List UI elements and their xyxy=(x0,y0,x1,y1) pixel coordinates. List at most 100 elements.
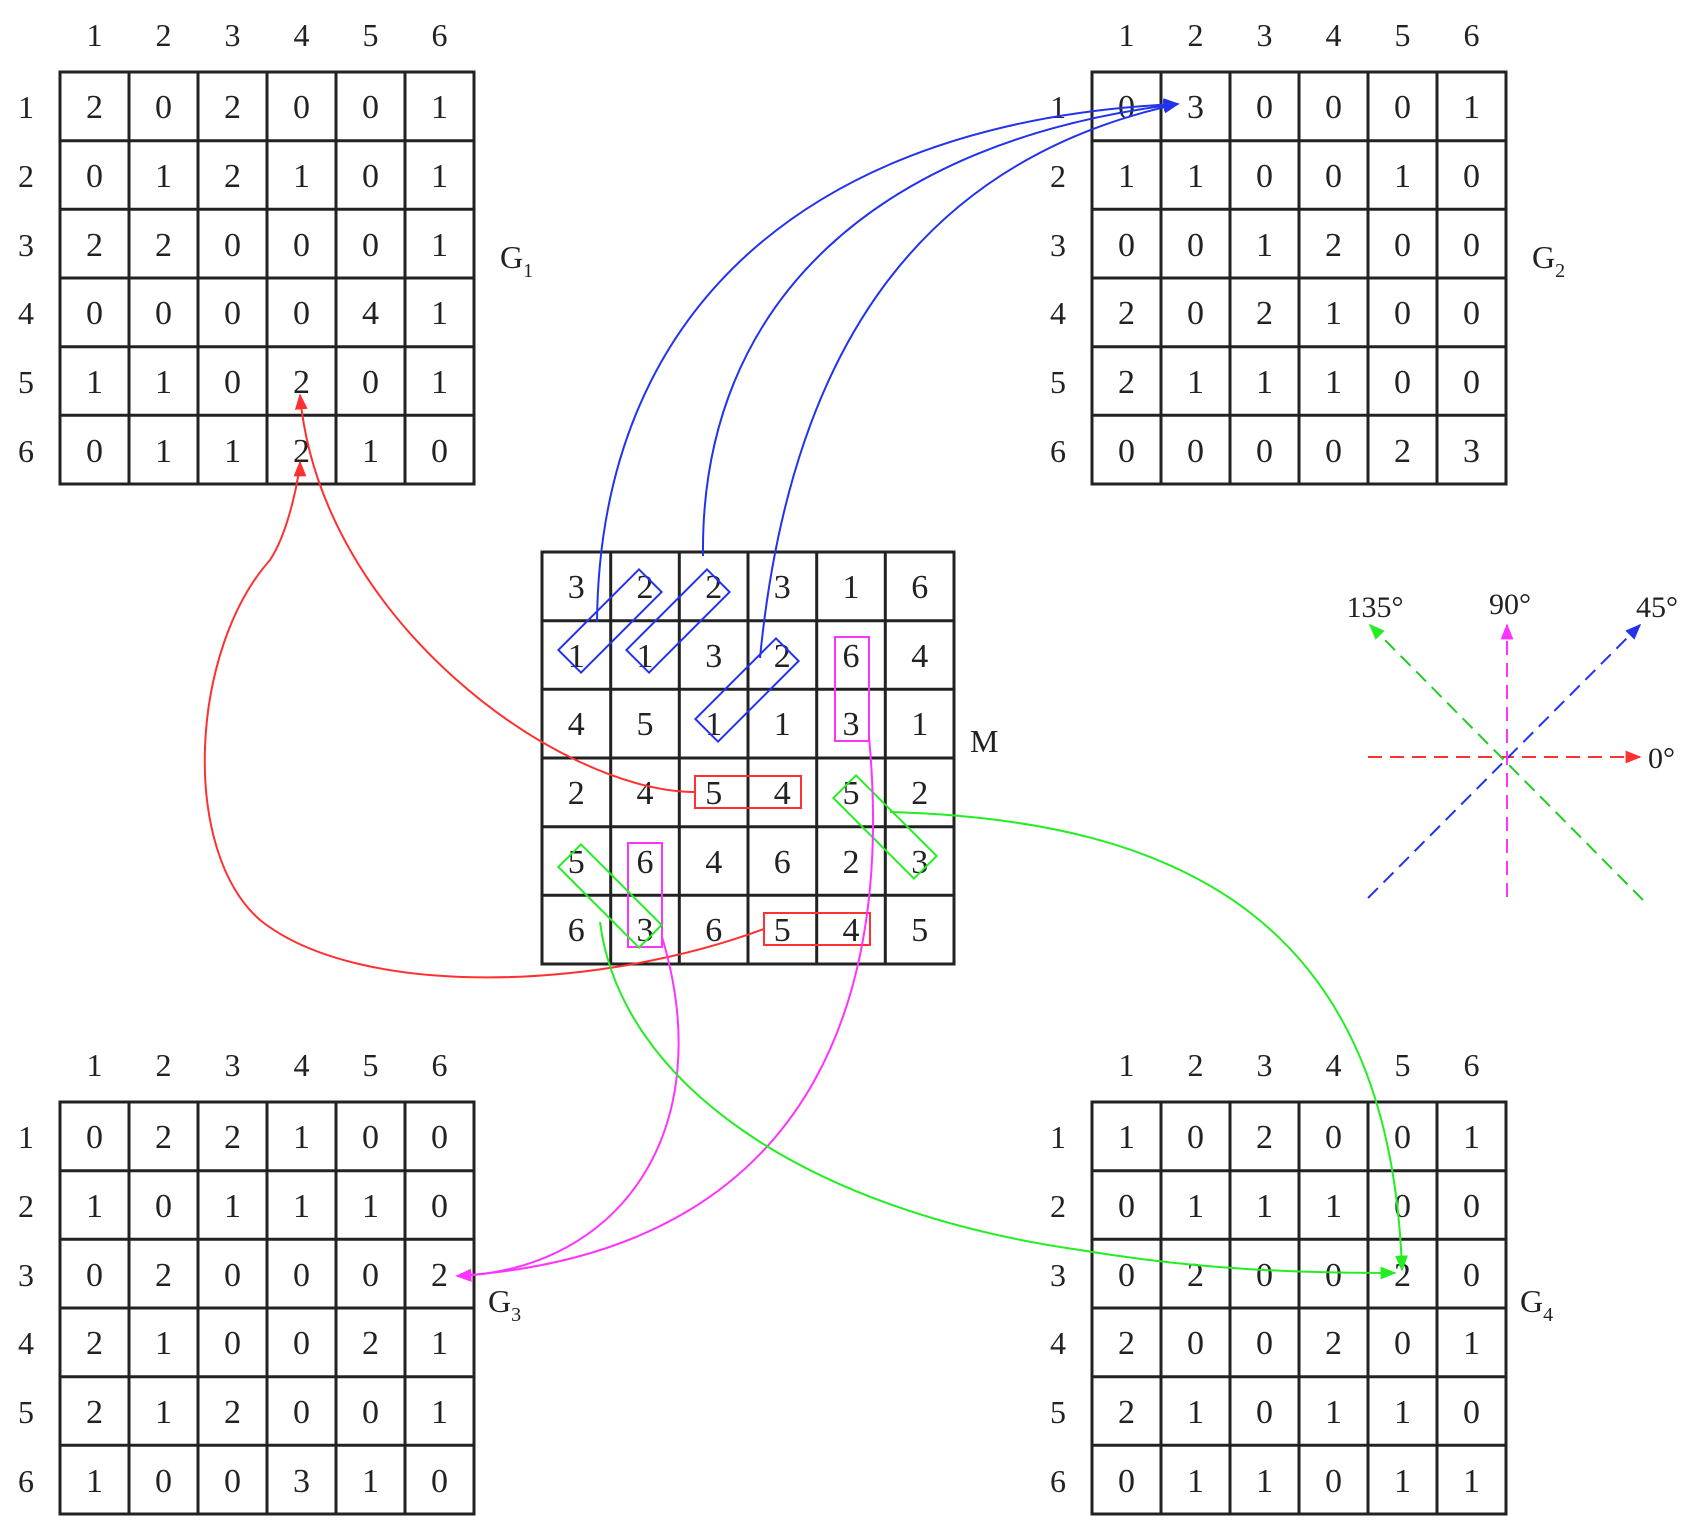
matrix-cell: 0 xyxy=(86,1257,103,1294)
matrix-g1-gridlines xyxy=(60,72,474,484)
matrix-cell: 1 xyxy=(86,1188,103,1225)
matrix-cell: 2 xyxy=(1256,1119,1273,1156)
matrix-cell: 0 xyxy=(293,227,310,264)
matrix-cell: 2 xyxy=(224,158,241,195)
matrix-cell: 2 xyxy=(843,844,860,881)
matrix-cell: 1 xyxy=(155,433,172,470)
matrix-cell: 0 xyxy=(1394,89,1411,126)
matrix-cell: 0 xyxy=(1256,1325,1273,1362)
matrix-cell: 0 xyxy=(1325,1257,1342,1294)
matrix-cell: 3 xyxy=(637,912,654,949)
matrix-cell: 0 xyxy=(362,1257,379,1294)
row-header: 2 xyxy=(1050,158,1066,194)
matrix-cell: 1 xyxy=(1256,1188,1273,1225)
matrix-g3-row-headers: 1 2 3 4 5 6 xyxy=(18,1119,34,1499)
matrix-cell: 3 xyxy=(774,569,791,606)
matrix-cell: 2 xyxy=(1118,364,1135,401)
matrix-cell: 1 xyxy=(1187,364,1204,401)
matrix-cell: 2 xyxy=(224,1394,241,1431)
matrix-cell: 2 xyxy=(155,1119,172,1156)
matrix-cell: 2 xyxy=(911,775,928,812)
matrix-g4-gridlines xyxy=(1092,1102,1506,1514)
matrix-cell: 1 xyxy=(224,1188,241,1225)
row-header: 5 xyxy=(18,364,34,400)
col-header: 5 xyxy=(363,17,379,53)
matrix-cell: 2 xyxy=(293,364,310,401)
matrix-g3-cells: 0 2 2 1 0 0 1 0 1 1 1 0 0 2 0 0 0 2 2 1 … xyxy=(86,1119,448,1500)
matrix-cell: 0 xyxy=(1325,433,1342,470)
matrix-cell: 5 xyxy=(705,775,722,812)
col-header: 2 xyxy=(1188,17,1204,53)
matrix-cell: 0 xyxy=(362,227,379,264)
matrix-cell: 1 xyxy=(1463,1463,1480,1500)
matrix-cell: 0 xyxy=(1325,1119,1342,1156)
matrix-cell: 2 xyxy=(155,227,172,264)
matrix-g2-name: G2 xyxy=(1532,239,1565,282)
matrix-cell: 1 xyxy=(843,569,860,606)
row-header: 5 xyxy=(1050,1394,1066,1430)
matrix-cell: 4 xyxy=(705,844,722,881)
matrix-cell: 0 xyxy=(1118,227,1135,264)
direction-legend: 0° 45° 90° 135° xyxy=(1347,588,1678,901)
matrix-cell: 2 xyxy=(86,227,103,264)
matrix-cell: 1 xyxy=(431,295,448,332)
row-header: 4 xyxy=(1050,1325,1066,1361)
row-header: 1 xyxy=(18,89,34,125)
matrix-cell: 1 xyxy=(431,89,448,126)
row-header: 3 xyxy=(18,227,34,263)
arrow-green xyxy=(889,811,1408,1272)
matrix-cell: 1 xyxy=(1463,1119,1480,1156)
matrix-cell: 4 xyxy=(774,775,791,812)
col-header: 2 xyxy=(1188,1047,1204,1083)
matrix-g1: 1 2 3 4 5 6 1 2 3 4 5 6 2 0 2 0 0 1 0 1 … xyxy=(18,17,533,486)
col-header: 2 xyxy=(156,17,172,53)
matrix-cell: 0 xyxy=(1118,1463,1135,1500)
matrix-cell: 1 xyxy=(293,1119,310,1156)
row-header: 4 xyxy=(18,1325,34,1361)
matrix-cell: 1 xyxy=(224,433,241,470)
matrix-cell: 0 xyxy=(224,1257,241,1294)
arrow-red xyxy=(203,460,765,979)
matrix-cell: 3 xyxy=(1463,433,1480,470)
matrix-cell: 6 xyxy=(774,844,791,881)
matrix-cell: 2 xyxy=(362,1325,379,1362)
direction-0-label: 0° xyxy=(1648,742,1675,775)
matrix-cell: 1 xyxy=(431,1394,448,1431)
matrix-cell: 2 xyxy=(431,1257,448,1294)
matrix-g2: 1 2 3 4 5 6 1 2 3 4 5 6 0 3 0 0 0 1 1 1 … xyxy=(1050,17,1565,486)
matrix-cell: 0 xyxy=(431,433,448,470)
matrix-cell: 1 xyxy=(1394,158,1411,195)
matrix-cell: 0 xyxy=(1256,1394,1273,1431)
direction-135-label: 135° xyxy=(1347,591,1404,624)
matrix-cell: 1 xyxy=(1118,1119,1135,1156)
matrix-cell: 1 xyxy=(1463,89,1480,126)
row-header: 2 xyxy=(18,158,34,194)
matrix-cell: 0 xyxy=(86,295,103,332)
col-header: 1 xyxy=(1119,17,1135,53)
direction-45-label: 45° xyxy=(1636,591,1678,624)
matrix-cell: 3 xyxy=(705,638,722,675)
matrix-cell: 2 xyxy=(774,638,791,675)
col-header: 4 xyxy=(294,17,310,53)
matrix-cell: 0 xyxy=(1394,364,1411,401)
matrix-cell: 2 xyxy=(224,89,241,126)
col-header: 3 xyxy=(225,1047,241,1083)
matrix-g4-cells: 1 0 2 0 0 1 0 1 1 1 0 0 0 2 0 0 2 0 2 0 … xyxy=(1118,1119,1480,1500)
matrix-cell: 1 xyxy=(1187,1394,1204,1431)
matrix-cell: 0 xyxy=(1256,89,1273,126)
matrix-cell: 6 xyxy=(568,912,585,949)
matrix-cell: 1 xyxy=(911,706,928,743)
matrix-cell: 1 xyxy=(431,158,448,195)
matrix-g2-col-headers: 1 2 3 4 5 6 xyxy=(1119,17,1480,53)
col-header: 3 xyxy=(225,17,241,53)
matrix-cell: 0 xyxy=(1325,158,1342,195)
matrix-g1-cells: 2 0 2 0 0 1 0 1 2 1 0 1 2 2 0 0 0 1 0 0 … xyxy=(86,89,448,470)
matrix-cell: 2 xyxy=(1394,433,1411,470)
matrix-cell: 0 xyxy=(1187,433,1204,470)
matrix-cell: 4 xyxy=(568,706,585,743)
matrix-cell: 6 xyxy=(705,912,722,949)
matrix-cell: 3 xyxy=(843,706,860,743)
row-header: 3 xyxy=(1050,1257,1066,1293)
matrix-cell: 2 xyxy=(1118,295,1135,332)
matrix-cell: 0 xyxy=(1187,227,1204,264)
